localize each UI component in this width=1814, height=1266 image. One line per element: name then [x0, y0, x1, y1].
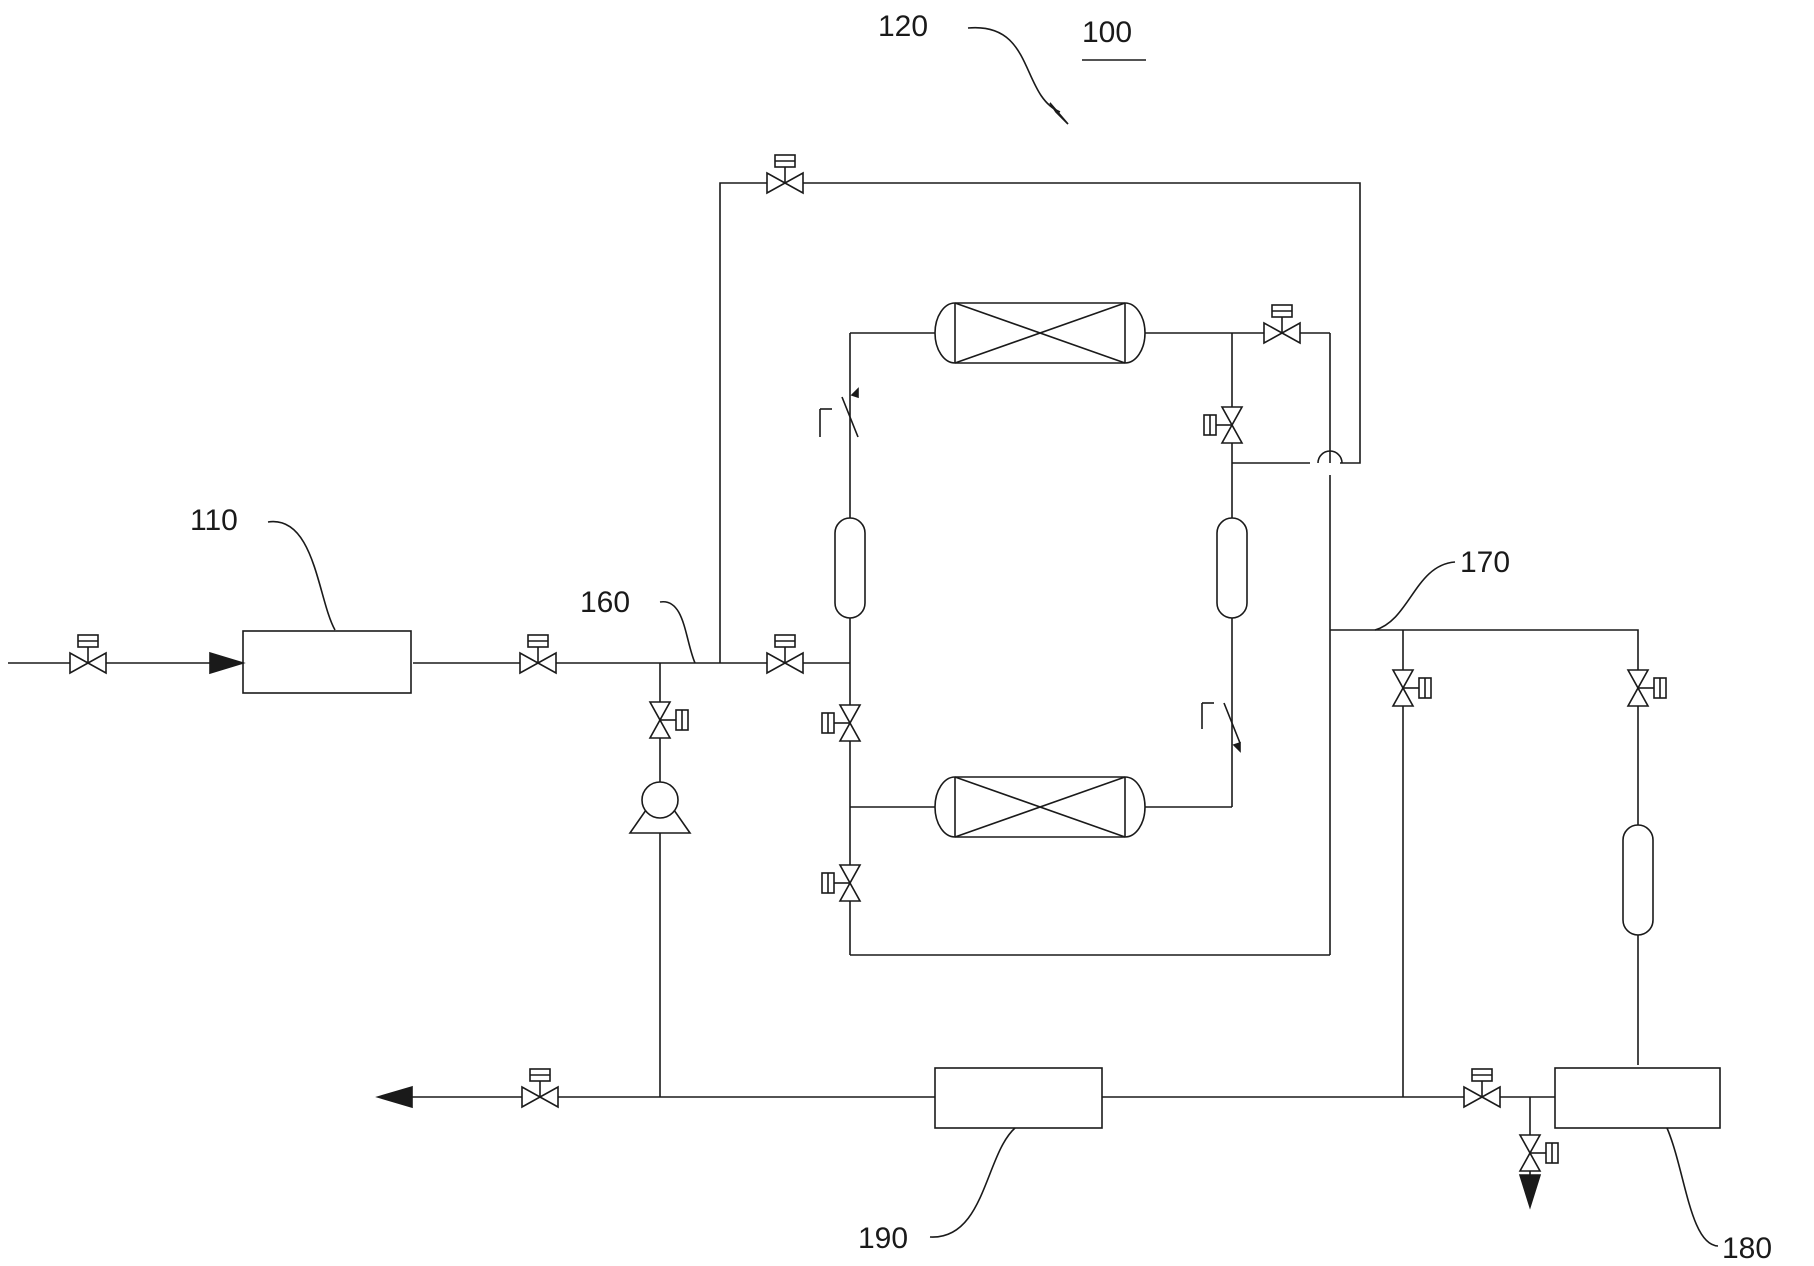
right-upper-valve-icon[interactable] [1203, 406, 1243, 444]
outlet-arrow-icon [375, 1085, 413, 1109]
left-lower-valve-icon[interactable] [821, 864, 861, 902]
vessel-left [834, 517, 866, 619]
bypass-valve-icon[interactable] [766, 154, 804, 194]
tank-180 [1554, 1067, 1721, 1129]
piping [8, 182, 1639, 1175]
pipe-170-label: 170 [1460, 546, 1510, 579]
pump-icon [628, 781, 692, 834]
drain-valve-icon[interactable] [1519, 1134, 1559, 1172]
top-outlet-valve-icon[interactable] [1263, 304, 1301, 344]
tank-inlet-valve-icon[interactable] [1463, 1068, 1501, 1108]
pump-suction-valve-icon[interactable] [649, 701, 689, 739]
check-valve-right-icon [1201, 702, 1241, 753]
tank-180-label: 180 [1722, 1232, 1772, 1265]
inlet-valve-icon[interactable] [69, 634, 107, 674]
adsorber-bed-top [934, 302, 1146, 364]
feed-valve-icon[interactable] [519, 634, 557, 674]
inlet-unit-label: 110 [190, 504, 238, 537]
drain-arrow-icon [1518, 1174, 1542, 1210]
unit-190-label: 190 [858, 1222, 908, 1255]
leader-lines [267, 27, 1719, 1247]
vessel-right [1216, 517, 1248, 619]
inlet-arrow-icon [209, 651, 246, 675]
adsorption-unit-label: 120 [878, 10, 928, 43]
pipe-160-label: 160 [580, 586, 630, 619]
tank-riser-valve-icon[interactable] [1627, 669, 1667, 707]
system-label: 100 [1082, 16, 1132, 49]
adsorber-bed-bottom [934, 776, 1146, 838]
bypass-loop-pipe [719, 182, 1361, 663]
left-upper-valve-icon[interactable] [821, 704, 861, 742]
adsorber-inlet-valve-icon[interactable] [766, 634, 804, 674]
vessel-180-riser [1622, 824, 1654, 936]
unit-190 [934, 1067, 1103, 1129]
check-valve-left-icon [819, 387, 859, 438]
pipe-170 [1330, 629, 1639, 1065]
crossover-hop [1317, 450, 1343, 464]
branch-170-valve-icon[interactable] [1392, 669, 1432, 707]
inlet-unit-110 [242, 630, 412, 694]
outlet-valve-icon[interactable] [521, 1068, 559, 1108]
